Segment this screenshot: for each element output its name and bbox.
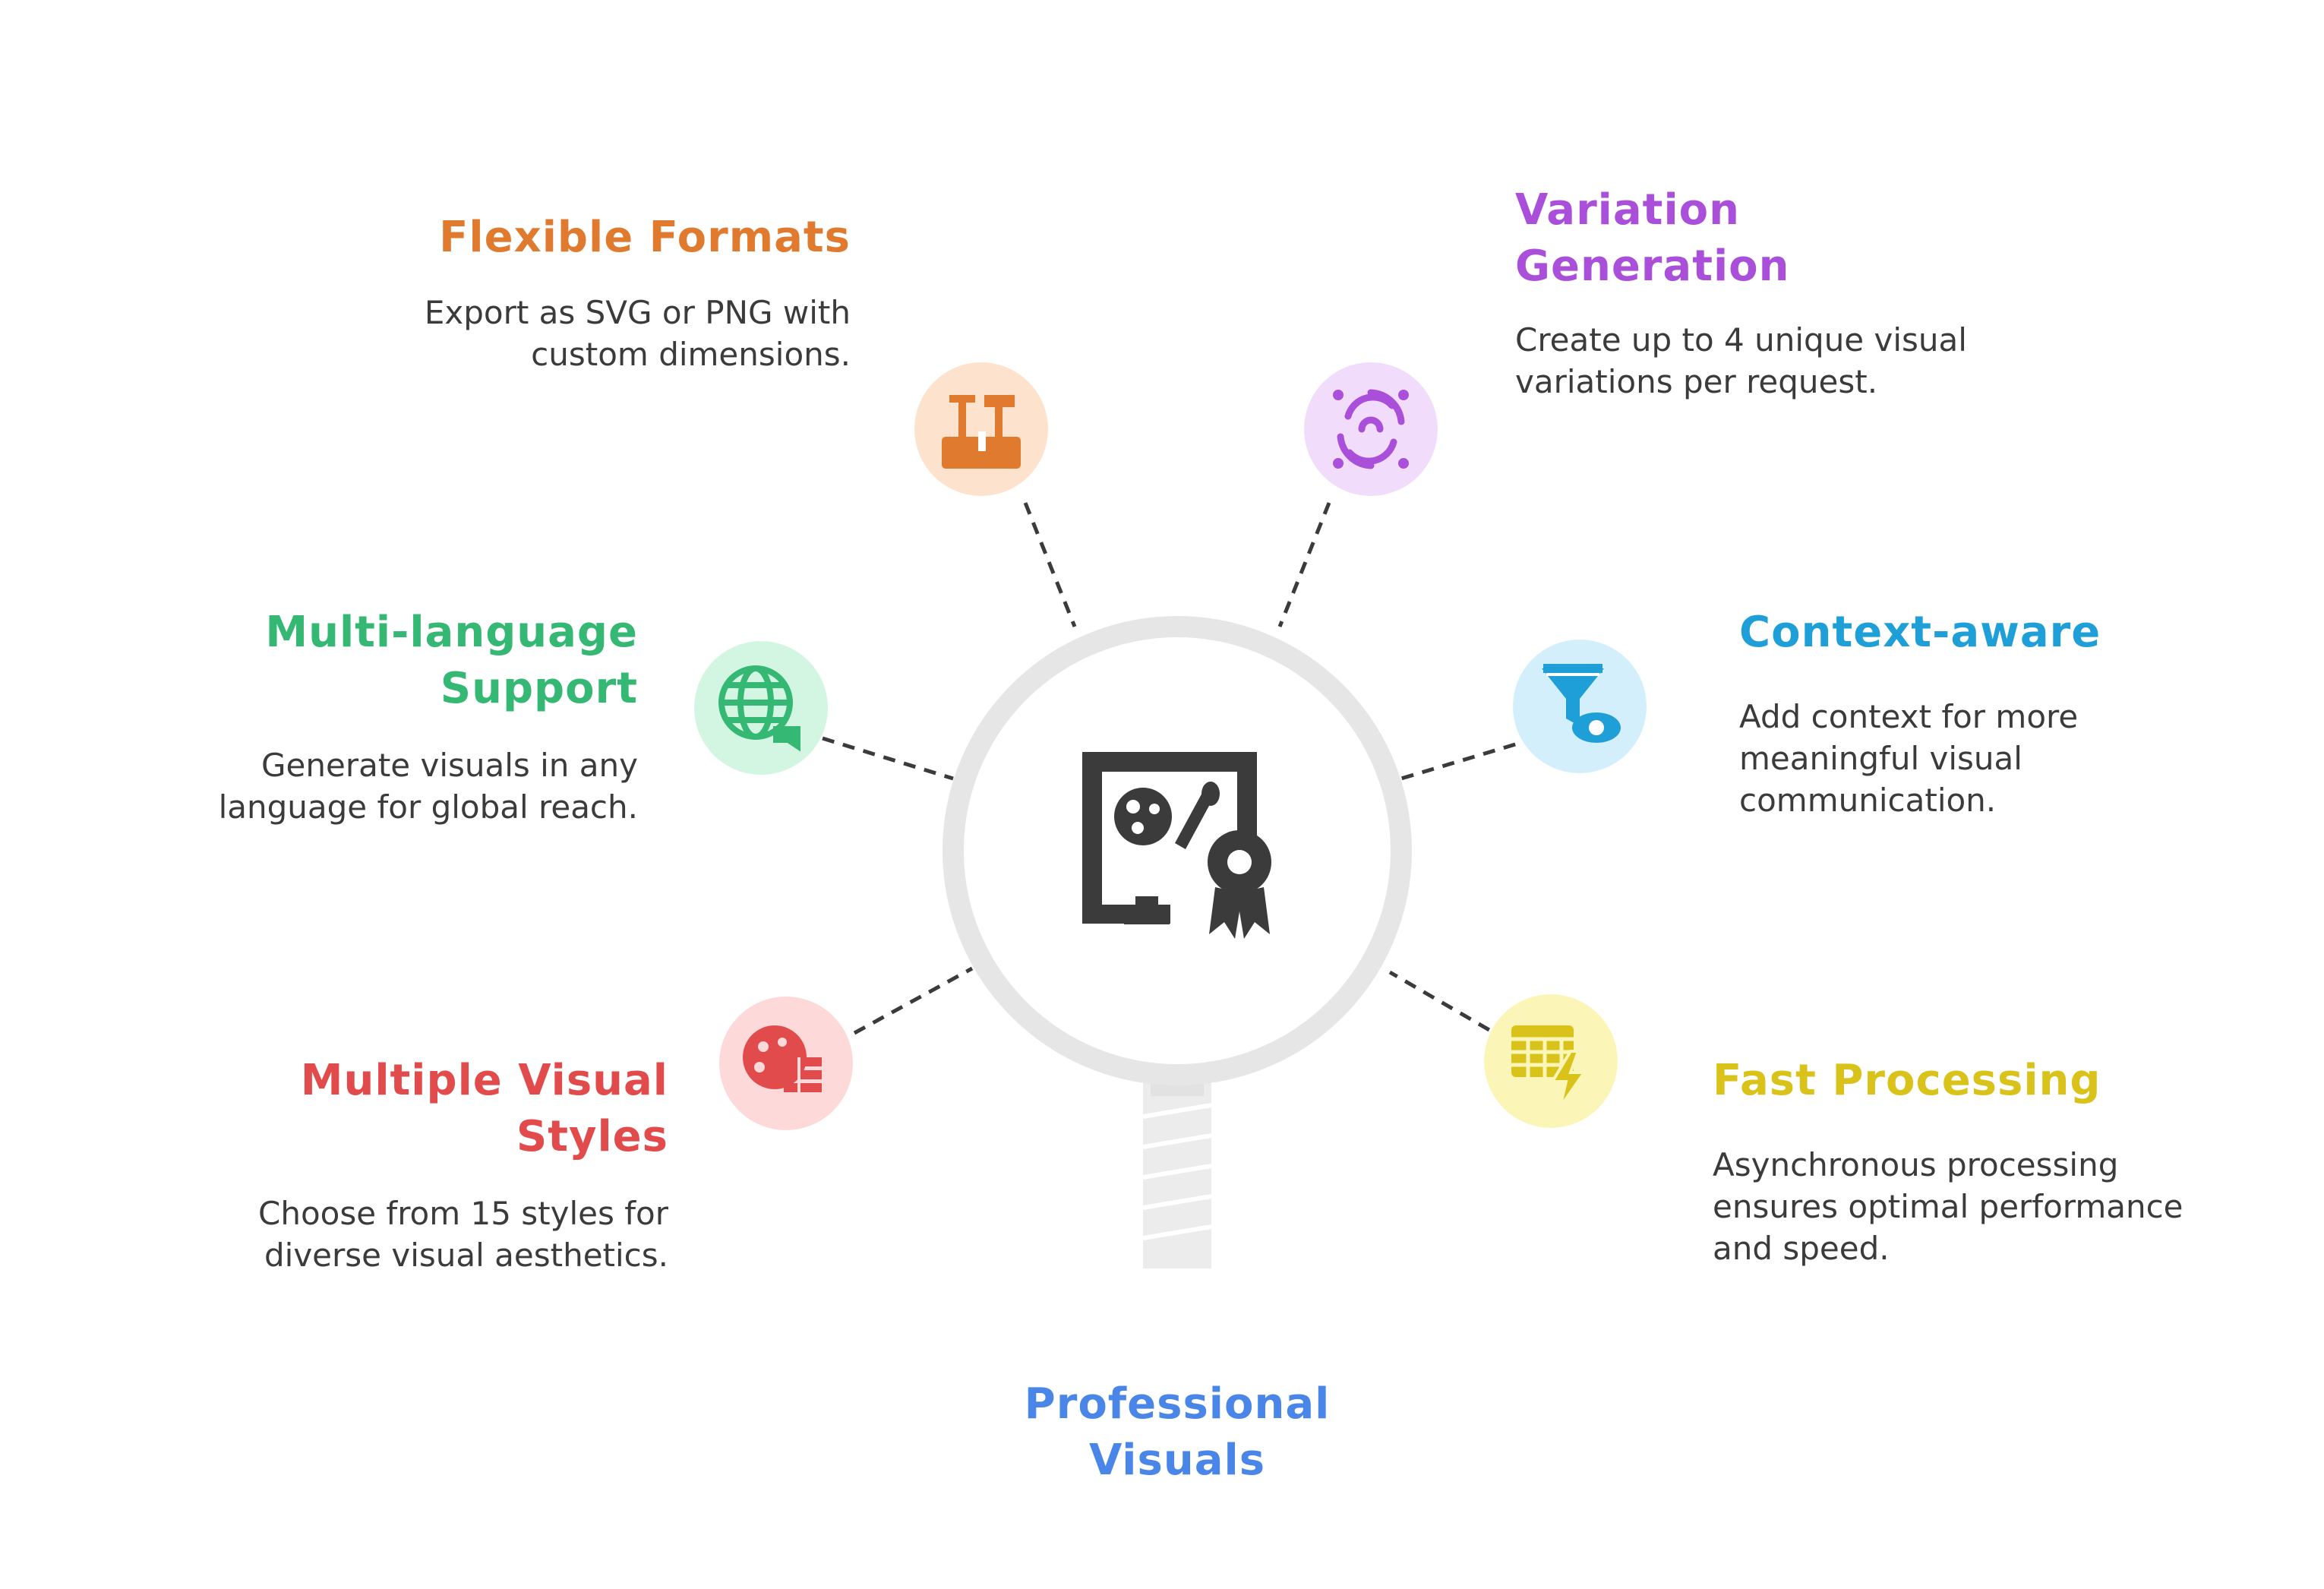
context-aware-description: Add context for more meaningful visual c… [1739, 698, 2079, 819]
variation-generation-description: Create up to 4 unique visual variations … [1515, 321, 1967, 400]
variation-generation-node [1304, 362, 1438, 496]
flexible-formats-title: Flexible Formats [439, 213, 851, 262]
toolbox-icon [942, 395, 1021, 469]
palette-brick-icon [743, 1025, 822, 1092]
connector-flexible-formats [1023, 502, 1077, 627]
flexible-formats-description: Export as SVG or PNG with custom dimensi… [424, 294, 851, 373]
connector-context-aware [1400, 736, 1536, 781]
context-aware-title: Context-aware [1739, 608, 2101, 657]
connector-fast-processing [1388, 970, 1509, 1043]
fast-processing-description: Asynchronous processing ensures optimal … [1713, 1146, 2183, 1267]
context-aware-node [1513, 640, 1647, 773]
table-lightning-icon [1511, 1025, 1587, 1109]
multiple-visual-styles-node [719, 997, 853, 1130]
swirl-icon [1337, 389, 1405, 469]
connectors [822, 502, 1536, 1043]
connector-multiple-styles [853, 966, 974, 1035]
globe-chat-icon [718, 665, 800, 752]
magnifier-lens [943, 616, 1412, 1085]
center-title: Professional Visuals [1024, 1379, 1331, 1485]
magnifier-handle [1142, 1067, 1212, 1268]
fast-processing-title: Fast Processing [1713, 1056, 2101, 1105]
connector-multi-language [822, 736, 954, 781]
fast-processing-node [1484, 994, 1618, 1128]
filter-eye-icon [1542, 664, 1621, 743]
monitor-palette-award-icon [1082, 752, 1271, 939]
connector-variation-generation [1277, 502, 1331, 627]
multiple-visual-styles-description: Choose from 15 styles for diverse visual… [258, 1195, 668, 1274]
multi-language-support-node [694, 641, 828, 775]
variation-generation-title: Variation Generation [1515, 185, 1790, 291]
multi-language-support-description: Generate visuals in any language for glo… [218, 747, 638, 826]
multi-language-support-title: Multi-language Support [265, 608, 638, 713]
multiple-visual-styles-title: Multiple Visual Styles [300, 1056, 668, 1161]
flexible-formats-node [914, 362, 1048, 496]
